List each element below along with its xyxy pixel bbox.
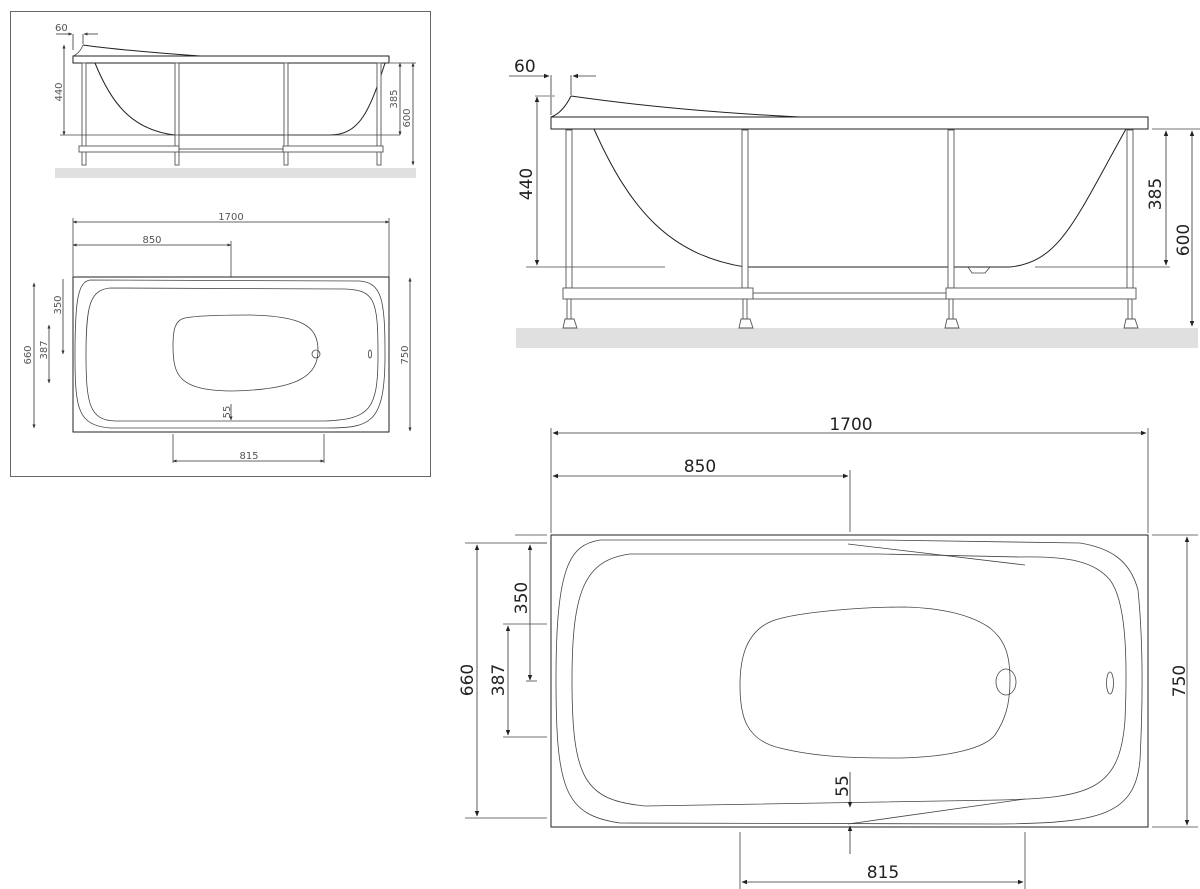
drain-icon xyxy=(995,668,1017,696)
floor xyxy=(516,328,1198,348)
thumbnail-top-view: 1700 850 350 387 660 750 55 815 xyxy=(23,212,412,463)
thumbnail-side-view: 60 440 385 600 xyxy=(54,23,416,178)
dim-half-length-label: 850 xyxy=(142,235,161,246)
dim-depth-label: 440 xyxy=(54,82,65,101)
floor xyxy=(55,168,416,178)
dim-inner-depth-label: 385 xyxy=(1146,178,1166,210)
dim-width-label: 750 xyxy=(400,345,411,364)
dim-length-label: 1700 xyxy=(829,415,872,435)
dim-lip-label: 60 xyxy=(55,23,68,34)
dim-height-label: 600 xyxy=(1174,224,1194,256)
dim-inner-width-label: 660 xyxy=(23,345,34,364)
dim-inner-depth-label: 385 xyxy=(389,89,400,108)
dim-inner-width-label: 660 xyxy=(458,664,478,696)
dim-length-label: 1700 xyxy=(218,212,243,223)
tub-outline xyxy=(550,534,1149,828)
large-side-view: 60 440 385 600 xyxy=(509,57,1200,348)
outer-rim-contour xyxy=(555,539,1143,825)
dim-lip-label: 60 xyxy=(514,57,536,77)
dim-seat-offset-label: 350 xyxy=(53,295,64,314)
rim xyxy=(550,116,1149,130)
thumbnail-panel: 60 440 385 600 1700 850 xyxy=(10,11,431,477)
dim-rim-gap-label: 55 xyxy=(833,775,853,797)
dim-seat-length-label: 815 xyxy=(867,863,899,883)
overflow-icon xyxy=(1106,671,1114,695)
inner-basin-contour xyxy=(571,553,1127,807)
legs xyxy=(78,62,384,166)
dim-width-label: 750 xyxy=(1170,665,1190,697)
dim-depth-label: 440 xyxy=(517,168,537,200)
large-top-view: 1700 850 350 387 660 750 55 815 xyxy=(458,415,1198,889)
dim-height-label: 600 xyxy=(402,108,413,127)
tub-bottom-contour xyxy=(739,606,1011,759)
dim-half-length-label: 850 xyxy=(684,457,716,477)
dim-seat-offset-label: 350 xyxy=(512,582,532,614)
dim-rim-gap-label: 55 xyxy=(222,406,233,419)
legs xyxy=(562,129,1139,329)
shell-profile xyxy=(593,128,1127,268)
dim-seat-width-label: 387 xyxy=(489,664,509,696)
dim-seat-width-label: 387 xyxy=(39,340,50,359)
dim-seat-length-label: 815 xyxy=(239,451,258,462)
